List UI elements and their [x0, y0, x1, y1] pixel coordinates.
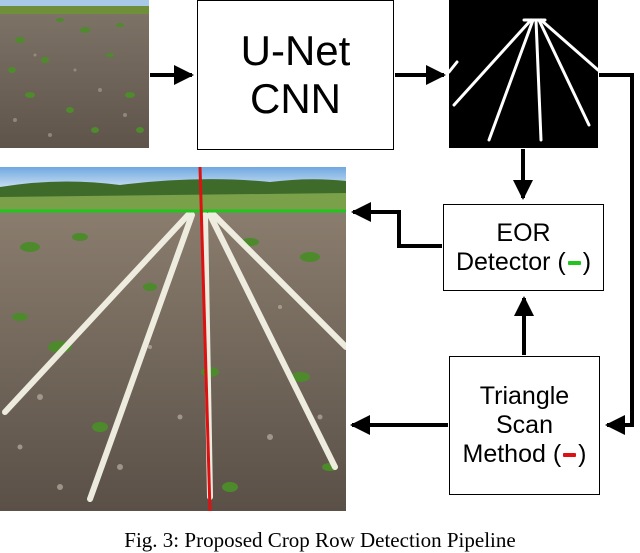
- input-field-image: [0, 0, 149, 148]
- detector-label-row: Detector (): [456, 248, 591, 277]
- tsm-close-paren: ): [578, 439, 587, 468]
- eor-detector-box: EOR Detector (): [443, 204, 604, 291]
- eor-close-paren: ): [582, 247, 592, 276]
- eor-label: EOR: [496, 218, 551, 247]
- figure-caption: Fig. 3: Proposed Crop Row Detection Pipe…: [124, 528, 516, 552]
- detector-label: Detector: [455, 247, 551, 276]
- mask-image: [449, 0, 598, 148]
- output-field-image: [0, 167, 346, 511]
- arrow-mask-to-triangle: [599, 73, 634, 435]
- mask-illustration: [449, 0, 598, 148]
- method-label-row: Method (): [463, 440, 587, 469]
- input-field-illustration: [0, 0, 149, 148]
- red-line-marker-icon: [563, 453, 577, 458]
- cnn-label: CNN: [250, 75, 341, 122]
- tsm-open-paren: (: [552, 439, 562, 468]
- green-line-marker-icon: [567, 260, 581, 265]
- output-field-illustration: [0, 167, 346, 511]
- method-label: Method: [462, 439, 546, 468]
- triangle-label: Triangle: [479, 382, 570, 411]
- triangle-scan-box: Triangle Scan Method (): [449, 356, 600, 495]
- unet-cnn-box: U-Net CNN: [197, 0, 394, 150]
- centre-row-line: [198, 167, 212, 511]
- unet-label: U-Net: [240, 26, 351, 74]
- scan-label: Scan: [496, 411, 553, 440]
- arrow-eor-to-output: [351, 202, 442, 248]
- eor-open-paren: (: [557, 247, 566, 276]
